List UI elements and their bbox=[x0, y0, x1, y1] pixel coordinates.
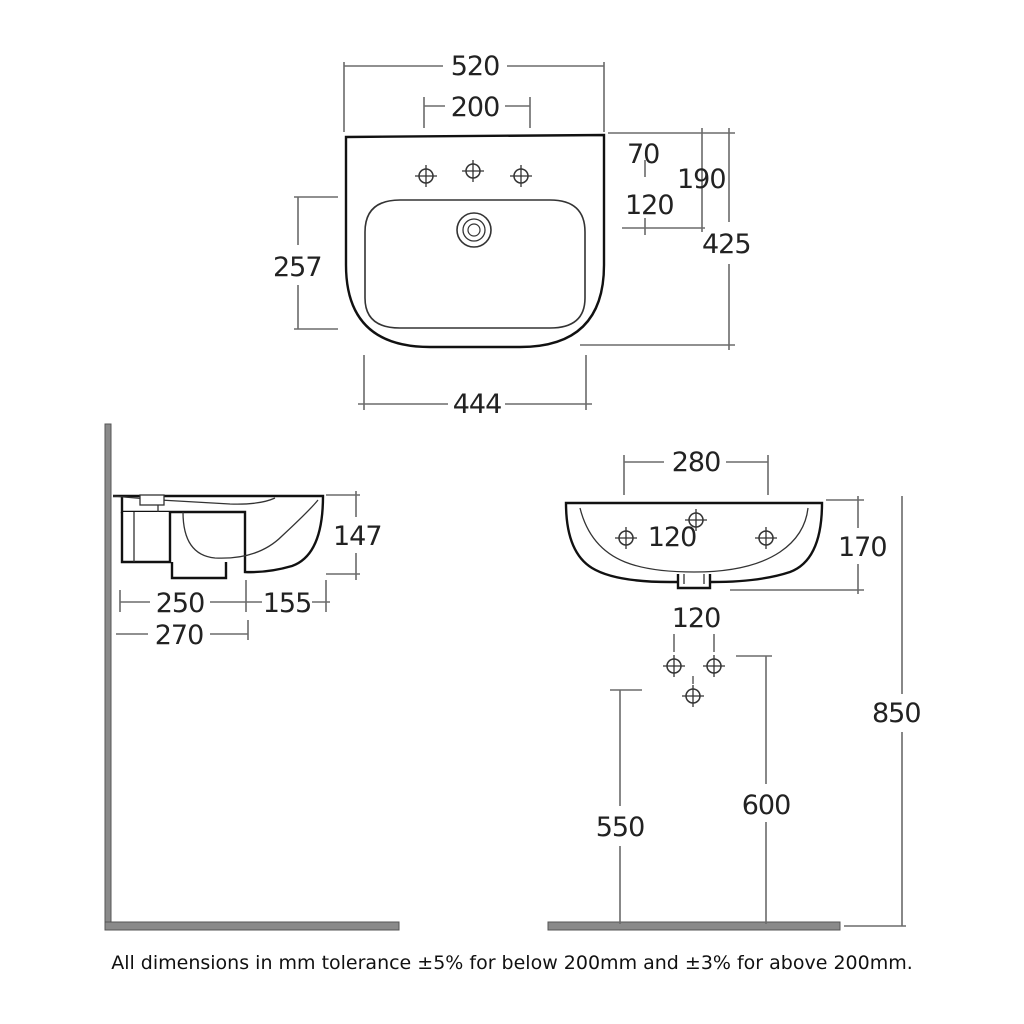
plan-view: 520 200 70 190 120 425 257 444 bbox=[273, 51, 752, 420]
supply-point-icon bbox=[702, 654, 726, 678]
side-trap bbox=[170, 562, 228, 580]
dim-pedestal-depth: 250 bbox=[156, 588, 205, 619]
dim-tap-centres: 200 bbox=[451, 92, 500, 123]
supply-point-icon bbox=[662, 654, 686, 678]
side-basin-inner bbox=[112, 495, 276, 505]
side-bowl-curve bbox=[182, 499, 319, 559]
waste-point-icon bbox=[681, 684, 705, 708]
side-floor bbox=[104, 921, 400, 931]
dim-rim-height: 850 bbox=[872, 698, 921, 729]
dim-supply-spacing: 120 bbox=[672, 603, 721, 634]
dim-side-height: 147 bbox=[333, 521, 382, 552]
side-pedestal bbox=[120, 512, 172, 564]
dim-back-depth: 270 bbox=[155, 620, 204, 651]
front-waste bbox=[676, 574, 712, 590]
dim-front-tap-spacing: 120 bbox=[648, 522, 697, 553]
front-view: 280 120 170 850 120 550 600 bbox=[547, 447, 922, 931]
side-basin-outline bbox=[113, 494, 325, 574]
dim-waste-from-top: 190 bbox=[677, 164, 726, 195]
dim-supply-height-left: 550 bbox=[596, 812, 645, 843]
dim-basin-height: 170 bbox=[838, 532, 887, 563]
plan-waste-icon bbox=[456, 212, 492, 248]
dim-plan-width: 520 bbox=[451, 51, 500, 82]
tolerance-footnote: All dimensions in mm tolerance ±5% for b… bbox=[111, 952, 913, 974]
plan-bowl bbox=[364, 199, 586, 329]
dim-supply-height-right: 600 bbox=[742, 790, 791, 821]
side-wall bbox=[104, 423, 112, 931]
front-floor bbox=[547, 921, 841, 931]
side-view: 147 250 155 270 bbox=[104, 423, 400, 931]
front-bowl-curve bbox=[579, 507, 809, 573]
dim-bowl-depth: 257 bbox=[273, 252, 322, 283]
dim-tap-offset: 70 bbox=[627, 139, 659, 170]
dim-bowl-width: 444 bbox=[453, 389, 502, 420]
dim-plan-depth: 425 bbox=[702, 229, 751, 260]
dim-tap-to-waste: 120 bbox=[625, 190, 674, 221]
dim-front-projection: 155 bbox=[263, 588, 312, 619]
dim-front-bowl-width: 280 bbox=[672, 447, 721, 478]
